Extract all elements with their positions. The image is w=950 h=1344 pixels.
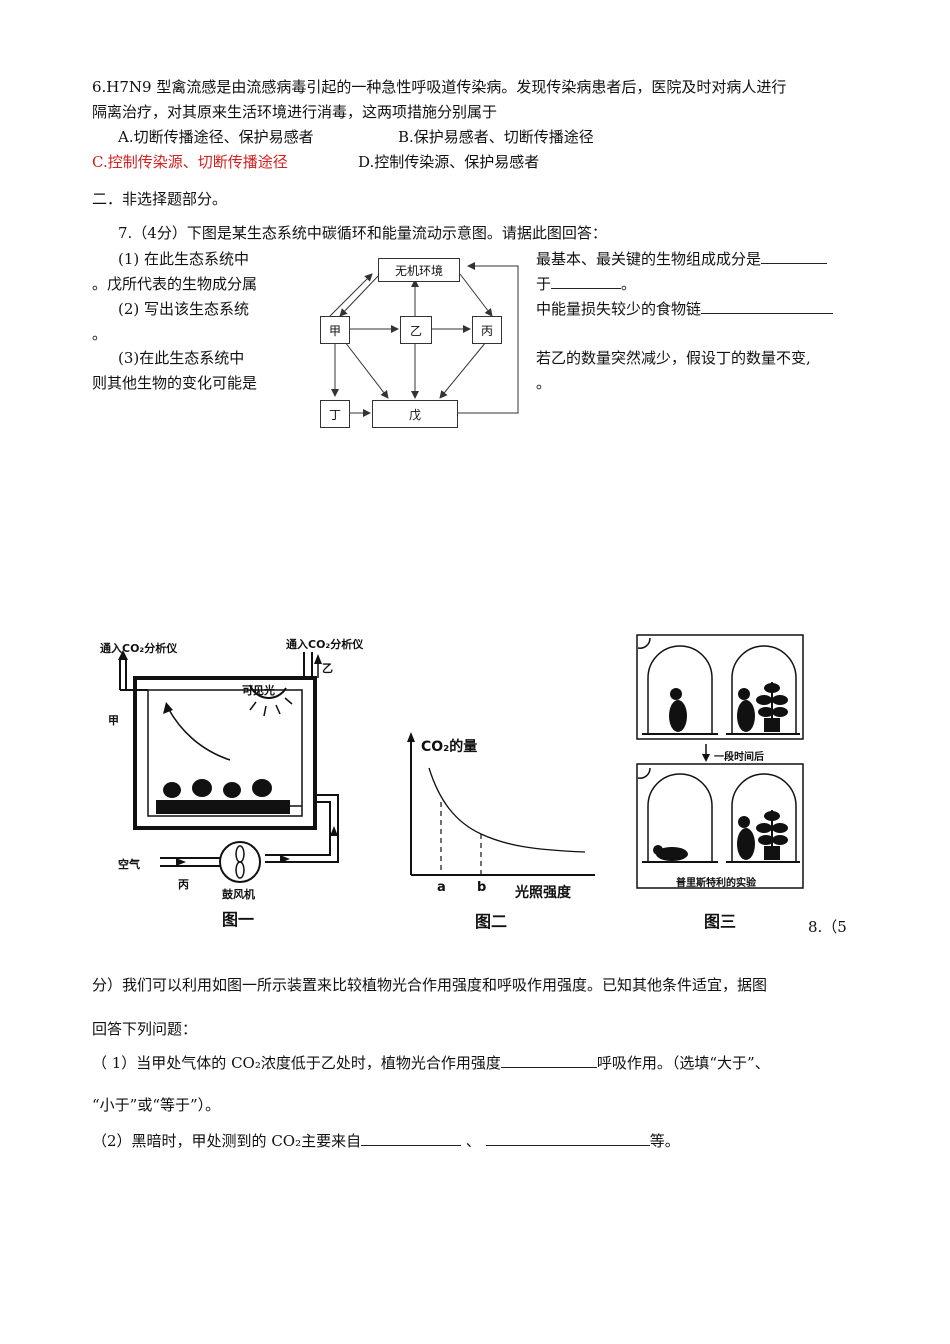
diagram-arrows [329,262,519,417]
q7-p1-right: 最基本、最关键的生物组成成分是 [536,248,828,269]
figure-1-caption: 图一 [222,910,255,929]
fig1-bing-label: 丙 [178,878,189,891]
q7-intro: 7.（4分）下图是某生态系统中碳循环和能量流动示意图。请据此图回答： [118,224,607,242]
section-2-heading: 二．非选择题部分。 [92,190,228,208]
q7-p3-right: 若乙的数量突然减少，假设丁的数量不变, [536,349,811,367]
q7-p2-right: 中能量损失较少的食物链 [536,298,834,319]
q6-line1: 6.H7N9 型禽流感是由流感病毒引起的一种急性呼吸道传染病。发现传染病患者后，… [92,78,787,96]
q8-part-1-options: “小于”或“等于”）。 [92,1096,221,1114]
fig2-y-axis-label: CO₂的量 [421,739,478,755]
figure-1-apparatus [118,650,339,883]
fig1-inlet-right-label: 通入CO₂分析仪 [286,638,364,651]
fig1-yi-label: 乙 [322,662,333,675]
fig3-after-label: 一段时间后 [714,752,764,763]
q7-p1-left: (1) 在此生态系统中 [118,250,250,268]
q6-option-a: A.切断传播途径、保护易感者 [118,128,314,146]
q7-p2b-left: 。 [92,325,108,343]
fig2-tick-b: b [477,880,487,895]
q8-number: 8.（5 [808,918,847,936]
node-jia: 甲 [320,316,350,344]
figure-2-graph [407,732,595,876]
q7-p1b-right: 于。 [536,275,637,293]
figure-1: 通入CO₂分析仪 通入CO₂分析仪 乙 甲 可见光 空气 丙 鼓风机 图一 [90,630,370,940]
figure-3-bell-jars [636,634,804,889]
q7-p2-left: (2) 写出该生态系统 [118,300,250,318]
q7-p3b-left: 则其他生物的变化可能是 [92,374,258,392]
fig1-fan-label: 鼓风机 [222,888,255,901]
node-ding: 丁 [320,400,350,428]
fig3-experiment-caption: 普里斯特利的实验 [676,878,756,889]
carbon-cycle-diagram: 无机环境 甲 乙 丙 丁 戊 [300,250,530,440]
q8-intro: 分）我们可以利用如图一所示装置来比较植物光合作用强度和呼吸作用强度。已知其他条件… [92,976,768,994]
q8-intro-2: 回答下列问题： [92,1020,198,1038]
fig1-jia-label: 甲 [108,714,119,727]
q6-option-d: D.控制传染源、保护易感者 [358,153,540,171]
q6-option-b: B.保护易感者、切断传播途径 [398,128,594,146]
fig1-inlet-left-label: 通入CO₂分析仪 [100,642,178,655]
figure-3: 一段时间后 普里斯特利的实验 图三 [636,634,804,940]
fig1-air-label: 空气 [118,858,140,871]
q7-p1b-left: 。戊所代表的生物成分属 [92,275,258,293]
figure-2: CO₂的量 a b 光照强度 图二 [395,730,600,940]
fig2-x-axis-label: 光照强度 [515,885,571,901]
node-bing: 丙 [472,316,502,344]
q6-option-c: C.控制传染源、切断传播途径 [92,153,288,171]
fig1-light-label: 可见光 [242,684,275,697]
fig2-tick-a: a [437,880,446,895]
figure-3-caption: 图三 [704,912,737,931]
q7-p3-left: (3)在此生态系统中 [118,349,245,367]
q6-line2: 隔离治疗，对其原来生活环境进行消毒，这两项措施分别属于 [92,103,498,121]
node-yi: 乙 [400,316,432,344]
inorganic-environment-box: 无机环境 [378,258,460,282]
node-wu: 戊 [372,400,458,428]
q8-part-1: （ 1）当甲处气体的 CO₂浓度低于乙处时，植物光合作用强度呼吸作用。（选填“大… [92,1054,770,1072]
q7-p3b-right: 。 [536,374,552,392]
q8-part-2: （2）黑暗时，甲处测到的 CO₂主要来自 、 等。 [92,1132,680,1150]
figure-2-caption: 图二 [475,912,508,931]
